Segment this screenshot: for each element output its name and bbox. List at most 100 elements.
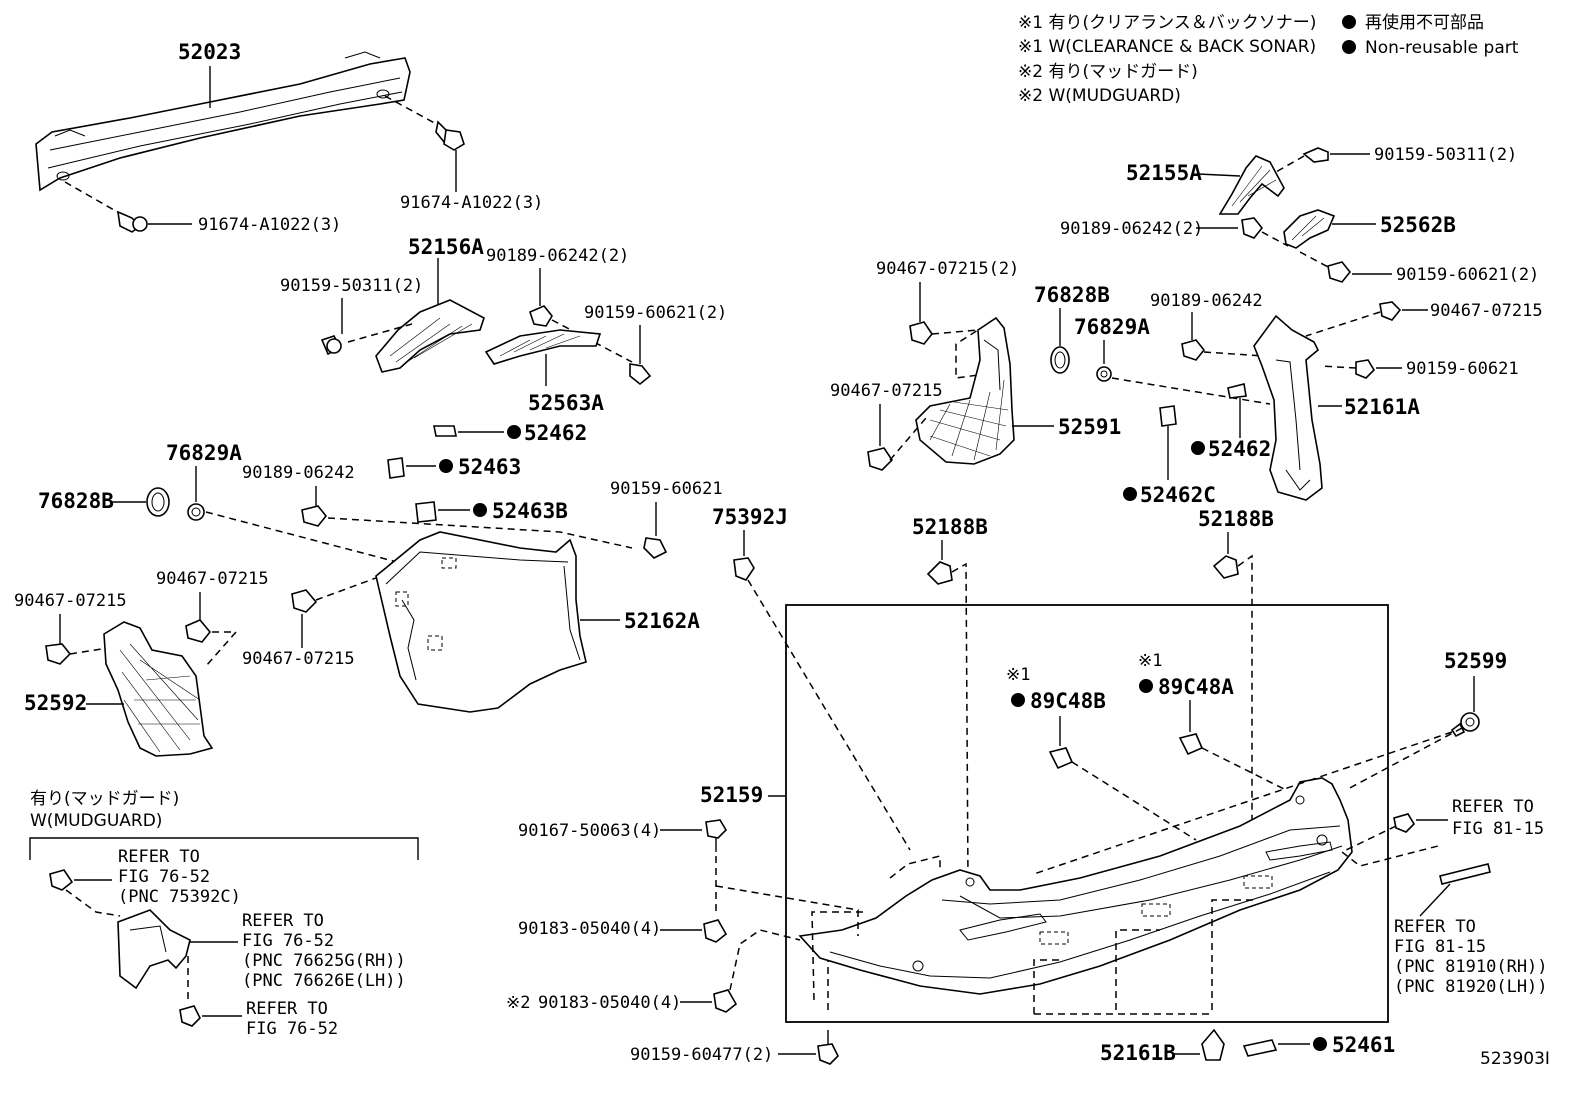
ref-81-15-a-line2: FIG 81-15 [1452, 819, 1544, 839]
label-90467-07215-2: 90467-07215(2) [876, 259, 1019, 279]
screw-90159-60621-a[interactable] [629, 363, 652, 386]
clip-90467-07215-left[interactable] [45, 643, 72, 665]
sensor-89C48B[interactable] [1048, 747, 1074, 770]
nut-90183-05040-mudguard[interactable] [713, 989, 738, 1013]
part-52023-reinforcement[interactable]: 52023 [35, 40, 411, 192]
clip-90189-06242-right[interactable] [1181, 339, 1206, 361]
part-52591-retainer-right[interactable] [915, 316, 1015, 465]
clip-76829A-left[interactable] [187, 503, 205, 521]
legend-line-4: ※2 W(MUDGUARD) [1018, 86, 1181, 106]
label-52463: 52463 [458, 455, 521, 479]
bolt-91674-a1022-left[interactable]: 91674-A1022(3) [117, 210, 341, 235]
label-90467-07215-mid: 90467-07215 [156, 569, 269, 589]
part-52563A-bracket[interactable] [484, 329, 602, 365]
clip-52188B-left[interactable] [926, 561, 953, 585]
label-90183-05040: 90183-05040(4) [518, 919, 661, 939]
part-52461-pad[interactable]: 52461 [1242, 1033, 1395, 1057]
ref-76-52-b-line4: (PNC 76626E(LH)) [242, 971, 406, 991]
nonreusable-dot-icon [1342, 40, 1356, 54]
legend-line-2: ※1 W(CLEARANCE & BACK SONAR) [1018, 37, 1316, 57]
legend-nonreusable-en: Non-reusable part [1365, 38, 1519, 58]
clip-90467-07215-mid[interactable] [185, 619, 212, 643]
clip-90467-07215-upper-right[interactable] [909, 321, 933, 345]
label-52162A: 52162A [624, 609, 700, 633]
label-90159-60477: 90159-60477(2) [630, 1045, 773, 1065]
label-90467-07215-lower: 90467-07215 [242, 649, 355, 669]
part-52463B-pad[interactable]: 52463B [415, 499, 568, 523]
screw-90159-60621-right[interactable] [1355, 359, 1376, 379]
label-90159-60621-2a: 90159-60621(2) [584, 303, 727, 323]
clip-90189-06242-left[interactable] [301, 505, 328, 527]
label-52023: 52023 [178, 40, 241, 64]
label-91674-a1022-right: 91674-A1022(3) [400, 193, 543, 213]
clip-52161B[interactable] [1201, 1028, 1225, 1061]
sensor-89C48A[interactable] [1178, 733, 1204, 756]
mudguard-title-jp: 有り(マッドガード) [30, 789, 179, 809]
legend-line-3: ※2 有り(マッドガード) [1018, 62, 1198, 82]
nut-90183-05040[interactable] [703, 919, 728, 943]
label-52161B: 52161B [1100, 1041, 1176, 1065]
part-52462C-pad[interactable]: 52462C [1123, 405, 1216, 507]
grommet-52599[interactable] [1450, 712, 1480, 738]
label-52591: 52591 [1058, 415, 1121, 439]
mudguard-title-en: W(MUDGUARD) [30, 811, 162, 831]
label-90159-50311-2a: 90159-50311(2) [280, 276, 423, 296]
part-52463-pad[interactable]: 52463 [387, 455, 521, 479]
part-52155A-bracket[interactable] [1218, 155, 1285, 215]
part-52159-bumper-cover[interactable] [798, 777, 1353, 995]
note-2: ※2 [506, 993, 530, 1013]
part-52162A-side-cover[interactable] [375, 531, 587, 713]
screw-90159-60621-left[interactable] [643, 537, 668, 559]
mudguard-bracket [29, 837, 419, 860]
assembly-52159-box [785, 604, 1389, 1023]
part-52562B-bracket[interactable] [1283, 209, 1336, 249]
legend: ※1 有り(クリアランス＆バックソナー) ※1 W(CLEARANCE & BA… [1018, 12, 1519, 106]
label-90467-07215-upper: 90467-07215 [1430, 301, 1543, 321]
screw-90467-07215-upper[interactable] [1379, 301, 1402, 321]
label-52562B: 52562B [1380, 213, 1456, 237]
ref-76-52-a-line2: FIG 76-52 [118, 867, 210, 887]
part-52462-pad-left[interactable]: 52462 [433, 421, 587, 445]
ref-76-52-b-line3: (PNC 76625G(RH)) [242, 951, 406, 971]
screw-90159-50311-b[interactable] [1302, 147, 1329, 163]
label-52461: 52461 [1332, 1033, 1395, 1057]
part-52592-retainer-left[interactable] [103, 621, 214, 757]
clip-90189-06242-b[interactable] [1241, 217, 1264, 239]
screw-90167-50063[interactable] [705, 819, 728, 852]
label-90467-07215-right: 90467-07215 [830, 381, 943, 401]
label-52188B-right: 52188B [1198, 507, 1274, 531]
reflector-refer-81-15[interactable] [1419, 863, 1491, 917]
screw-90159-50311-a[interactable] [320, 335, 342, 356]
label-76828B-left: 76828B [38, 489, 114, 513]
note-1-a: ※1 [1006, 665, 1030, 685]
label-52188B-left: 52188B [912, 515, 988, 539]
label-90159-60621-2b: 90159-60621(2) [1396, 265, 1539, 285]
label-52159: 52159 [700, 783, 763, 807]
label-76828B-right: 76828B [1034, 283, 1110, 307]
label-90159-60621-left: 90159-60621 [610, 479, 723, 499]
ref-76-52-a-line3: (PNC 75392C) [118, 887, 241, 907]
screw-refer-81-15[interactable] [1393, 813, 1416, 833]
screw-90159-60477[interactable] [817, 1030, 839, 1065]
grommet-76828B-right[interactable] [1050, 346, 1070, 374]
screw-mudguard-bottom[interactable] [179, 1005, 201, 1027]
mudguard-part[interactable] [117, 909, 191, 990]
legend-line-1: ※1 有り(クリアランス＆バックソナー) [1018, 13, 1316, 33]
part-52462-pad-right[interactable]: 52462 [1191, 383, 1271, 461]
clip-90189-06242-a[interactable] [529, 305, 553, 327]
screw-90159-60621-b2[interactable] [1327, 261, 1352, 283]
grommet-76828B-left[interactable] [146, 487, 170, 517]
bolt-91674-a1022-right[interactable]: 91674-A1022(3) [400, 120, 543, 213]
clip-76829A-right[interactable] [1096, 366, 1112, 382]
label-90183-05040-b: 90183-05040(4) [538, 993, 681, 1013]
clip-52188B-right[interactable] [1212, 555, 1239, 579]
part-52161A-bracket[interactable] [1253, 314, 1323, 501]
ref-81-15-b-line3: (PNC 81910(RH)) [1394, 957, 1548, 977]
clip-75392J[interactable] [733, 557, 755, 581]
clip-90467-07215-right[interactable] [867, 447, 894, 471]
label-76829A-left: 76829A [166, 441, 242, 465]
screw-mudguard-top[interactable] [49, 869, 74, 891]
clip-90467-07215-lower[interactable] [291, 589, 318, 613]
part-52156A-bracket[interactable] [375, 299, 485, 373]
